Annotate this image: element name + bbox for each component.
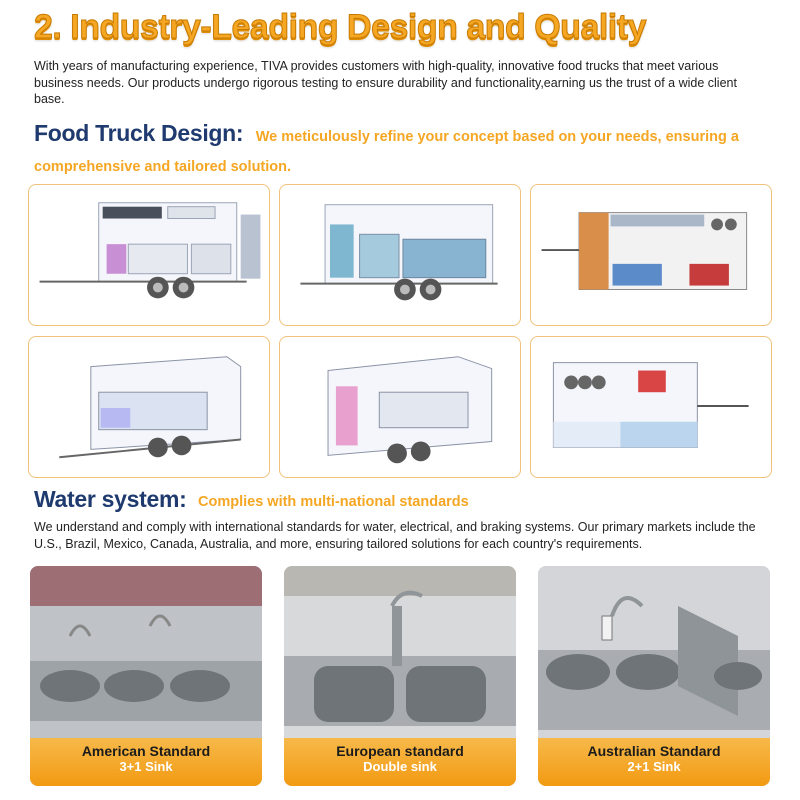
- sink-standard-label: Australian Standard: [587, 743, 721, 759]
- sink-label-european: European standard Double sink: [284, 738, 516, 786]
- sink-card-australian: Australian Standard 2+1 Sink: [538, 566, 770, 786]
- sink-type-label: 3+1 Sink: [119, 759, 173, 774]
- sink-label-american: American Standard 3+1 Sink: [30, 738, 262, 786]
- trailer-top-drawing: [552, 362, 749, 448]
- design-image-side-view-2: [279, 184, 521, 326]
- page-heading: 2. Industry-Leading Design and Quality: [34, 8, 647, 47]
- design-subtitle: We meticulously refine your concept base…: [34, 129, 739, 175]
- sink-standard-label: European standard: [336, 743, 464, 759]
- sink-card-european: European standard Double sink: [284, 566, 516, 786]
- trailer-3d-drawing: [59, 356, 242, 459]
- trailer-side-drawing: [300, 204, 498, 301]
- trailer-side-drawing: [39, 202, 261, 299]
- water-system-subtitle: Complies with multi-national standards: [198, 494, 469, 510]
- sink-standard-label: American Standard: [81, 743, 211, 759]
- design-image-3d-view-2: [279, 336, 521, 478]
- design-image-top-view-2: [530, 336, 772, 478]
- trailer-3d-drawing: [327, 356, 493, 464]
- food-truck-design-heading: Food Truck Design: We meticulously refin…: [34, 118, 774, 182]
- water-system-text: We understand and comply with internatio…: [34, 520, 756, 551]
- design-image-side-view-1: [28, 184, 270, 326]
- trailer-top-drawing: [541, 212, 748, 290]
- sink-card-american: American Standard 3+1 Sink: [30, 566, 262, 786]
- sink-type-label: 2+1 Sink: [627, 759, 681, 774]
- sink-type-label: Double sink: [363, 759, 437, 774]
- design-image-3d-view-1: [28, 336, 270, 478]
- design-title: Food Truck Design:: [34, 120, 244, 146]
- water-system-title: Water system:: [34, 486, 187, 512]
- design-image-top-view-1: [530, 184, 772, 326]
- sink-label-australian: Australian Standard 2+1 Sink: [538, 738, 770, 786]
- intro-paragraph: With years of manufacturing experience, …: [34, 59, 737, 106]
